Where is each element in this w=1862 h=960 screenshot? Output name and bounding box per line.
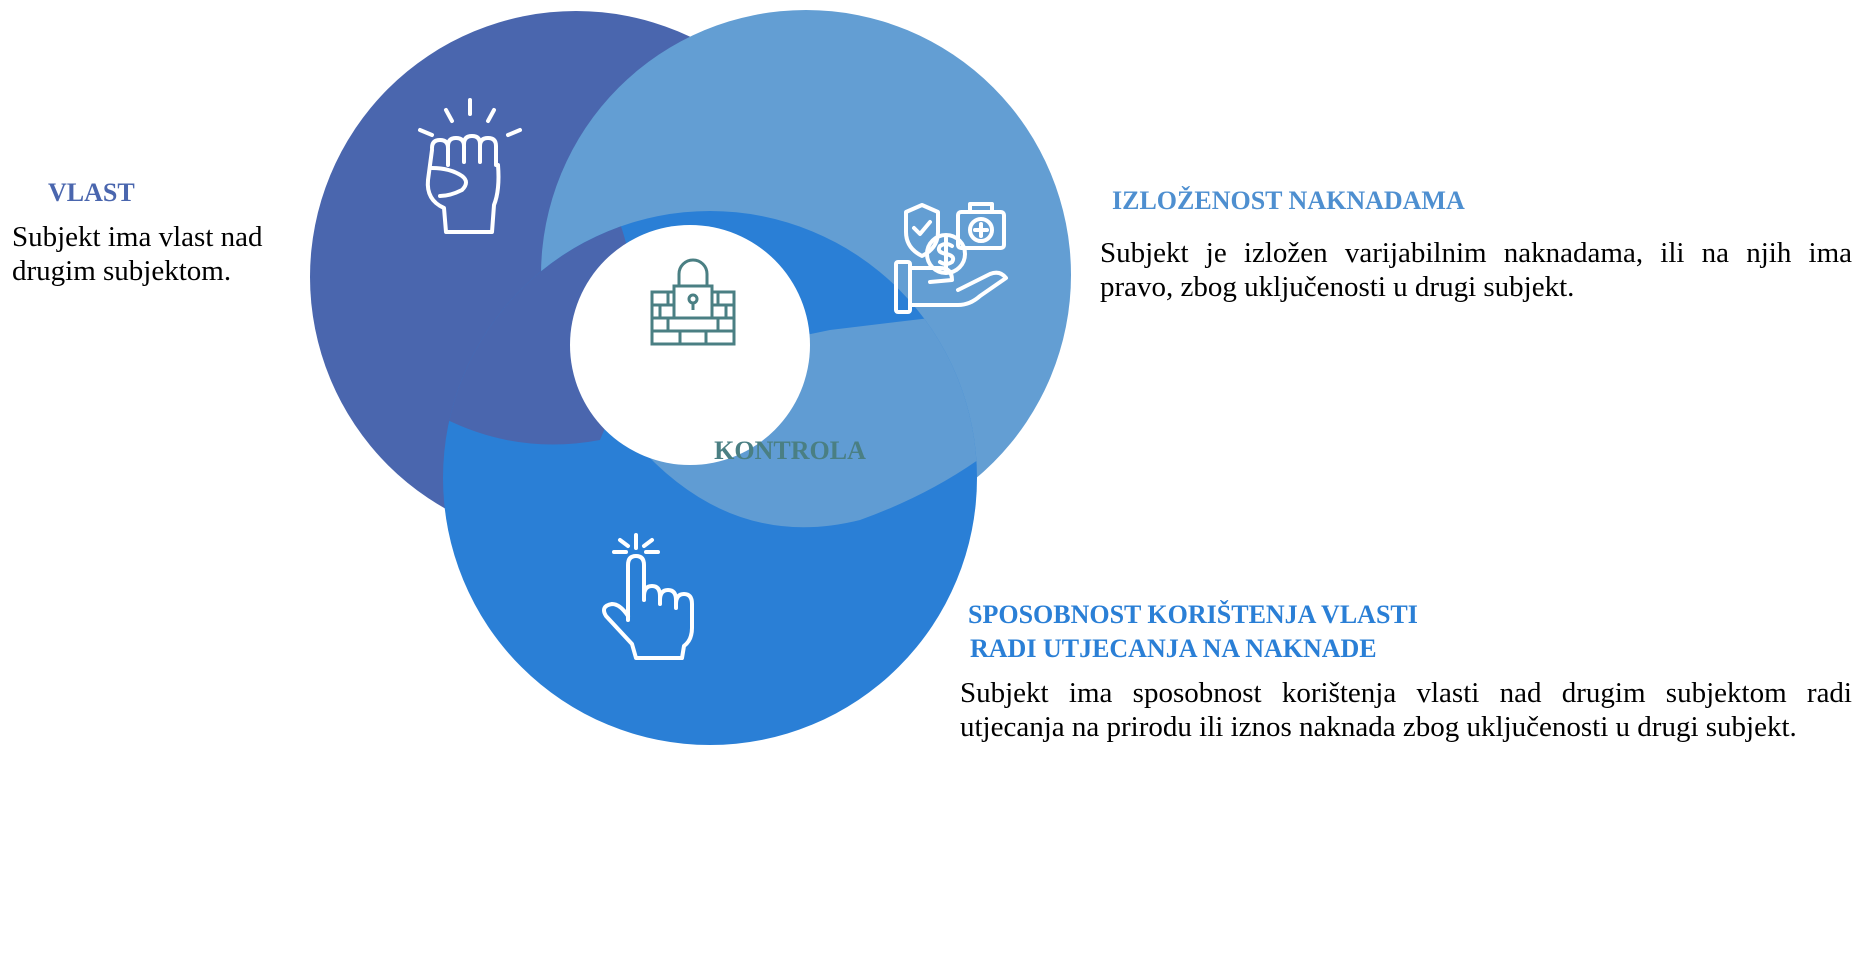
section-izlozenost: IZLOŽENOST NAKNADAMA Subjekt je izložen … xyxy=(1100,184,1852,304)
sposobnost-title-line1: SPOSOBNOST KORIŠTENJA VLASTI xyxy=(968,600,1418,629)
vlast-text: Subjekt ima vlast nad drugim subjektom. xyxy=(12,221,263,287)
sposobnost-text: Subjekt ima sposobnost korištenja vlasti… xyxy=(960,677,1852,743)
money-protection-hand-icon xyxy=(894,202,1008,314)
lock-wall-icon xyxy=(650,258,736,346)
section-sposobnost: SPOSOBNOST KORIŠTENJA VLASTI RADI UTJECA… xyxy=(960,598,1852,744)
izlozenost-title: IZLOŽENOST NAKNADAMA xyxy=(1112,186,1465,215)
izlozenost-text: Subjekt je izložen varijabilnim naknadam… xyxy=(1100,237,1852,303)
sposobnost-title-line2: RADI UTJECANJA NA NAKNADE xyxy=(970,634,1377,663)
raised-fist-icon xyxy=(418,98,522,234)
center-label: KONTROLA xyxy=(714,436,866,465)
vlast-title: VLAST xyxy=(48,178,135,207)
pointing-hand-click-icon xyxy=(602,533,694,660)
section-vlast: VLAST Subjekt ima vlast nad drugim subje… xyxy=(12,176,312,288)
